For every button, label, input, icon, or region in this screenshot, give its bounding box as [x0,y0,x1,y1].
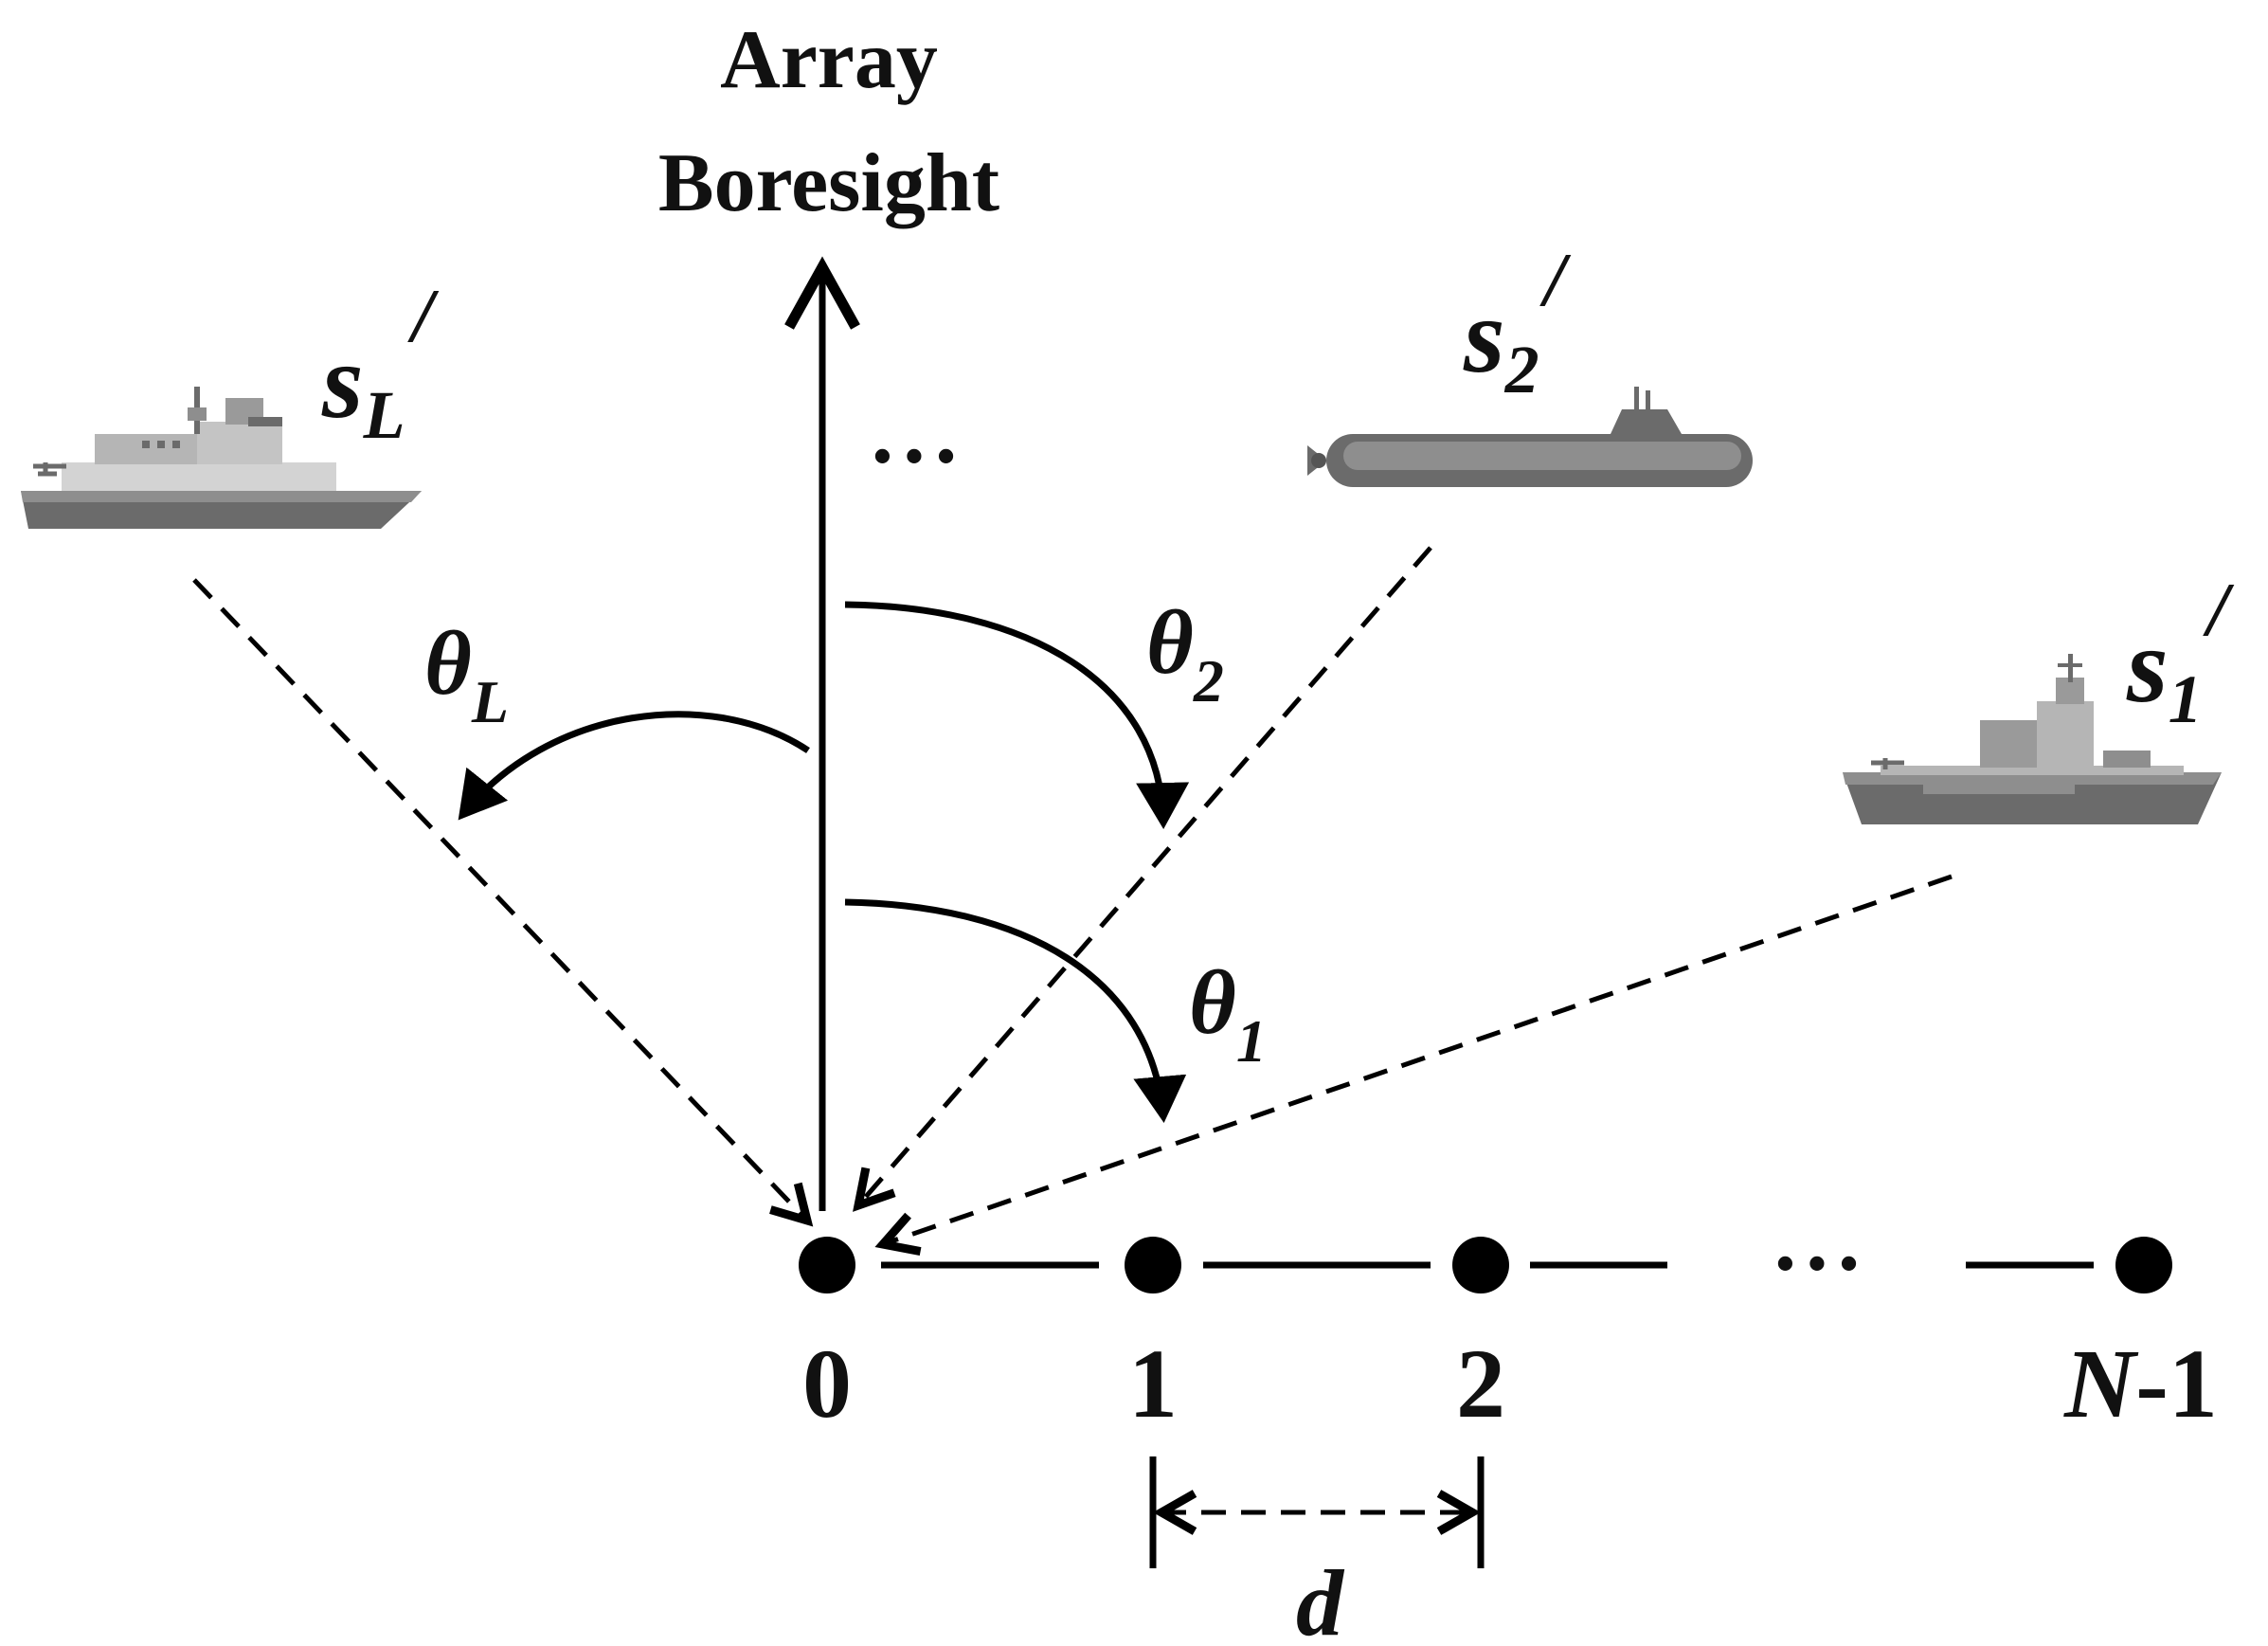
source-label-s-L: sL [321,323,405,453]
angle-label-theta-L-main: θ [424,612,472,714]
ray-source-L [192,578,814,1227]
source-label-s-1-sub: 1 [2169,661,2203,737]
title-line-1: Array [720,14,938,106]
source-label-s-2-sub: 2 [1504,332,1539,407]
element-label-last-n: N [2063,1329,2139,1438]
angle-arc-theta-2 [844,601,1190,829]
angle-label-theta-1: θ1 [1189,951,1267,1075]
source-label-s-2-main: s [1463,278,1505,395]
element-label-2: 2 [1456,1329,1505,1438]
source-label-s-1: s1 [2126,607,2203,737]
angle-label-theta-1-main: θ [1189,951,1236,1053]
source-label-s-L-main: s [321,323,364,441]
warship-icon [21,387,422,529]
top-ellipsis: • • • [873,427,956,486]
source-label-s-L-sub: L [363,377,405,453]
angle-label-theta-2-main: θ [1146,591,1194,693]
angle-arc-theta-L [458,711,810,821]
source-label-s-2: s2 [1463,278,1539,407]
element-label-1: 1 [1128,1329,1178,1438]
element-label-0: 0 [802,1329,852,1438]
angle-label-theta-L-sub: L [471,668,509,735]
element-label-last-minus-one: -1 [2135,1329,2218,1438]
angle-label-theta-2: θ2 [1146,591,1224,714]
carrier-ship-icon [1843,654,2222,824]
ray-source-1 [874,874,1953,1256]
element-label-last: N-1 [2063,1329,2218,1438]
source-label-s-1-main: s [2126,607,2169,725]
sensor-element-0 [799,1237,855,1293]
angle-label-theta-2-sub: 2 [1193,647,1224,714]
submarine-icon [1307,387,1753,487]
sensor-element-last [2115,1237,2172,1293]
source-prime-s-1: / [2203,569,2235,652]
angle-label-theta-L: θL [424,612,509,735]
sensor-element-2 [1452,1237,1509,1293]
angle-arc-theta-1 [844,898,1187,1123]
sensor-element-1 [1125,1237,1181,1293]
ray-source-2 [853,546,1432,1212]
title-line-2: Boresight [658,137,999,229]
angle-label-theta-1-sub: 1 [1236,1007,1267,1075]
source-prime-s-2: / [1539,239,1572,322]
source-prime-s-L: / [407,275,440,358]
spacing-label-d: d [1296,1550,1345,1646]
array-ellipsis: • • • [1776,1235,1859,1293]
